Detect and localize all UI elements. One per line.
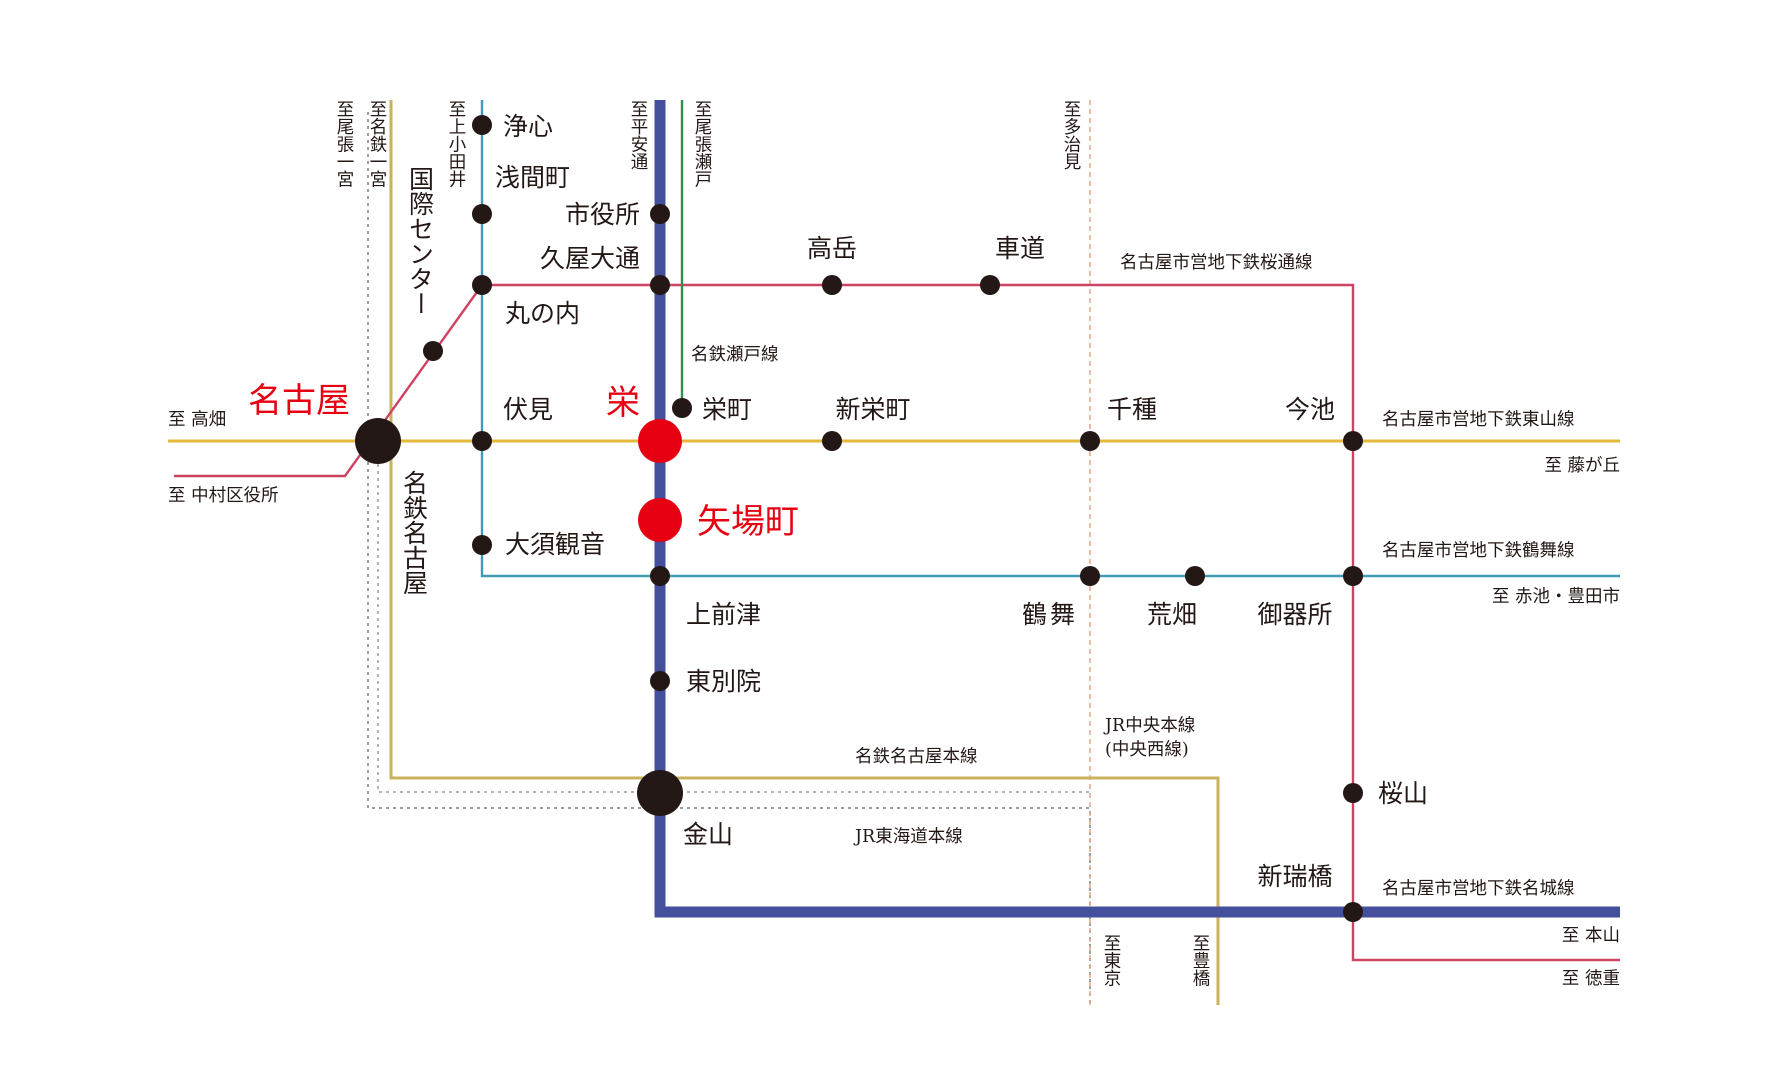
station-label-josin: 浄心: [503, 112, 553, 141]
direction-akaike-toyotashi: 至 赤池・豊田市: [1492, 587, 1620, 607]
station-label-marunouchi: 丸の内: [505, 299, 580, 328]
direction-fujigaoka: 至 藤が丘: [1544, 456, 1620, 476]
station-dot-higashi-betsuin[interactable]: [650, 671, 670, 691]
station-label-chikusa: 千種: [1107, 395, 1157, 424]
jr-tokaido-line: [367, 112, 1091, 1005]
station-label-imaike: 今池: [1285, 395, 1335, 424]
station-dot-marunouchi[interactable]: [472, 275, 492, 295]
station-dot-gokiso[interactable]: [1343, 566, 1363, 586]
direction-meitetsu-ichinomiya: 至名鉄一宮: [367, 100, 387, 188]
line-label-sakuradori: 名古屋市営地下鉄桜通線: [1120, 253, 1313, 273]
station-dot-sakaemachi[interactable]: [672, 398, 692, 418]
line-label-meitetsu-nagoya-honsen: 名鉄名古屋本線: [855, 747, 978, 767]
station-dot-kurumamichi[interactable]: [980, 275, 1000, 295]
station-dot-imaike[interactable]: [1343, 431, 1363, 451]
station-dot-kanayama[interactable]: [637, 770, 683, 816]
tsurumai-line: [480, 100, 1620, 578]
station-label-meitetsu-nagoya: 名鉄名古屋: [400, 470, 429, 595]
station-dot-chikusa[interactable]: [1080, 431, 1100, 451]
station-label-shiyakusho: 市役所: [565, 200, 640, 229]
station-dot-osu-kannon[interactable]: [472, 535, 492, 555]
station-label-sakurayama: 桜山: [1378, 779, 1428, 808]
direction-tajimi: 至多治見: [1061, 100, 1081, 170]
direction-owari-ichinomiya: 至尾張一宮: [334, 100, 354, 188]
station-dot-shin-mizuho-bashi[interactable]: [1343, 902, 1363, 922]
station-label-osu-kannon: 大須観音: [505, 530, 605, 559]
direction-owari-seto: 至尾張瀬戸: [692, 100, 712, 188]
station-label-sengencho: 浅間町: [495, 163, 570, 192]
station-dot-shiyakusho[interactable]: [650, 204, 670, 224]
station-dot-fushimi[interactable]: [472, 431, 492, 451]
station-label-tsurumai: 鶴舞: [1022, 600, 1078, 629]
station-label-higashi-betsuin: 東別院: [686, 667, 761, 696]
meitetsu-inuyama-dotted-line: [377, 450, 1090, 793]
station-dot-sakae[interactable]: [638, 419, 682, 463]
line-label-meitetsu-seto: 名鉄瀬戸線: [691, 345, 779, 365]
station-label-takaoka: 高岳: [807, 234, 857, 263]
direction-tokyo: 至東京: [1101, 934, 1121, 987]
sakuradori-line: [174, 283, 1620, 962]
station-dot-kamimaezu[interactable]: [650, 566, 670, 586]
direction-motoyama: 至 本山: [1562, 926, 1620, 946]
station-dot-yabacho[interactable]: [638, 498, 682, 542]
station-dot-hisaya-odori[interactable]: [650, 275, 670, 295]
direction-kami-otai: 至上小田井: [446, 100, 466, 188]
station-label-shin-sakaemachi: 新栄町: [835, 395, 910, 424]
direction-tokushige: 至 徳重: [1562, 969, 1620, 989]
direction-heian-dori: 至平安通: [628, 100, 648, 170]
station-markers: [355, 115, 1363, 922]
station-label-gokiso: 御器所: [1257, 600, 1332, 629]
direction-toyohashi: 至豊橋: [1190, 934, 1210, 987]
station-dot-nagoya[interactable]: [355, 418, 401, 464]
station-label-kokusai-center: 国際センター: [406, 166, 435, 316]
station-dot-shin-sakaemachi[interactable]: [822, 431, 842, 451]
station-label-kanayama: 金山: [683, 820, 733, 849]
station-label-yabacho: 矢場町: [697, 502, 799, 542]
direction-nakamura-kuyakusho: 至 中村区役所: [168, 486, 279, 506]
station-dot-takaoka[interactable]: [822, 275, 842, 295]
meijo-line: [654, 100, 1620, 918]
station-label-hisaya-odori: 久屋大通: [540, 244, 640, 273]
line-label-jr-tokaido: JR東海道本線: [853, 827, 963, 847]
station-label-sakae: 栄: [606, 383, 640, 423]
station-label-sakaemachi: 栄町: [702, 395, 752, 424]
line-label-jr-chuo-2: (中央西線): [1105, 740, 1189, 760]
station-label-shin-mizuho-bashi: 新瑞橋: [1257, 862, 1332, 891]
station-label-kamimaezu: 上前津: [686, 600, 761, 629]
station-dot-sengencho[interactable]: [472, 204, 492, 224]
direction-takabata: 至 高畑: [168, 410, 226, 430]
station-label-kurumamichi: 車道: [995, 234, 1045, 263]
line-label-higashiyama: 名古屋市営地下鉄東山線: [1382, 410, 1575, 430]
station-dot-sakurayama[interactable]: [1343, 783, 1363, 803]
station-label-fushimi: 伏見: [503, 395, 553, 424]
line-label-meijo: 名古屋市営地下鉄名城線: [1382, 879, 1575, 899]
station-label-arahata: 荒畑: [1147, 600, 1197, 629]
station-dot-arahata[interactable]: [1185, 566, 1205, 586]
station-dot-kokusai-center[interactable]: [423, 341, 443, 361]
station-label-nagoya: 名古屋: [248, 381, 350, 421]
line-label-tsurumai: 名古屋市営地下鉄鶴舞線: [1382, 541, 1575, 561]
station-dot-tsurumai[interactable]: [1080, 566, 1100, 586]
line-label-jr-chuo-1: JR中央本線: [1103, 716, 1195, 736]
station-dot-josin[interactable]: [472, 115, 492, 135]
